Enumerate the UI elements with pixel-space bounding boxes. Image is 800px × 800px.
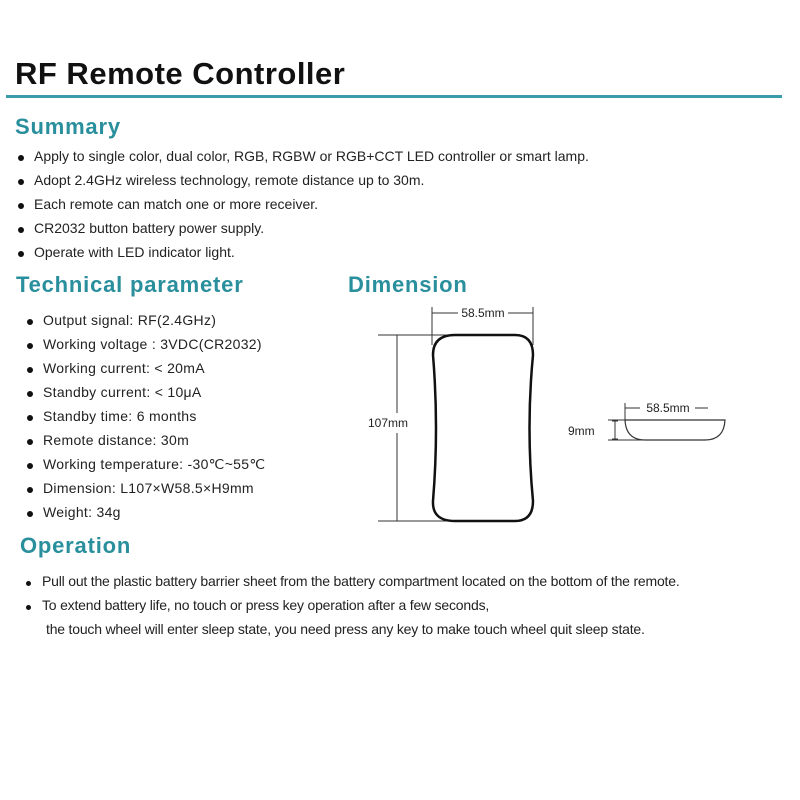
list-item: Adopt 2.4GHz wireless technology, remote…	[18, 170, 589, 194]
bullet-icon	[18, 251, 24, 257]
bullet-icon	[27, 343, 33, 349]
bullet-icon	[27, 511, 33, 517]
remote-front-outline	[431, 333, 535, 523]
summary-heading: Summary	[15, 114, 121, 139]
remote-side-outline	[624, 419, 726, 441]
side-width-label: 58.5mm	[646, 401, 689, 415]
list-item: Standby time: 6 months	[27, 406, 265, 430]
list-item: To extend battery life, no touch or pres…	[26, 595, 680, 619]
page-title: RF Remote Controller	[15, 56, 346, 91]
list-item: Working current: < 20mA	[27, 358, 265, 382]
bullet-icon	[18, 203, 24, 209]
list-item: Remote distance: 30m	[27, 430, 265, 454]
list-item: Weight: 34g	[27, 502, 265, 526]
bullet-icon	[27, 367, 33, 373]
bullet-icon	[18, 155, 24, 161]
list-item: Apply to single color, dual color, RGB, …	[18, 146, 589, 170]
side-width-dimension	[624, 403, 708, 420]
front-height-label: 107mm	[368, 416, 408, 430]
operation-list: Pull out the plastic battery barrier she…	[26, 571, 680, 643]
title-divider	[6, 95, 782, 98]
list-item: CR2032 button battery power supply.	[18, 218, 589, 242]
bullet-icon	[27, 391, 33, 397]
front-width-dimension	[431, 307, 534, 345]
list-item: Dimension: L107×W58.5×H9mm	[27, 478, 265, 502]
bullet-icon	[27, 319, 33, 325]
bullet-icon	[26, 605, 31, 610]
list-item: Pull out the plastic battery barrier she…	[26, 571, 680, 595]
summary-list: Apply to single color, dual color, RGB, …	[18, 146, 589, 266]
bullet-icon	[26, 581, 31, 586]
list-item: Standby current: < 10μA	[27, 382, 265, 406]
dimension-heading: Dimension	[348, 272, 468, 297]
bullet-icon	[27, 487, 33, 493]
list-item: Working voltage : 3VDC(CR2032)	[27, 334, 265, 358]
operation-heading: Operation	[20, 533, 132, 558]
list-item: Operate with LED indicator light.	[18, 242, 589, 266]
front-width-label: 58.5mm	[461, 306, 504, 320]
list-item: Working temperature: -30℃~55℃	[27, 454, 265, 478]
bullet-icon	[18, 227, 24, 233]
bullet-icon	[18, 179, 24, 185]
bullet-icon	[27, 463, 33, 469]
list-item: Each remote can match one or more receiv…	[18, 194, 589, 218]
list-item: Output signal: RF(2.4GHz)	[27, 310, 265, 334]
side-height-label: 9mm	[568, 424, 595, 438]
technical-heading: Technical parameter	[16, 272, 244, 297]
bullet-icon	[27, 415, 33, 421]
list-item-continuation: the touch wheel will enter sleep state, …	[46, 621, 645, 637]
dimension-drawing: 58.5mm 107mm 58.5mm 9mm	[368, 306, 726, 523]
front-height-dimension	[378, 334, 450, 522]
technical-list: Output signal: RF(2.4GHz) Working voltag…	[27, 310, 265, 526]
bullet-icon	[27, 439, 33, 445]
